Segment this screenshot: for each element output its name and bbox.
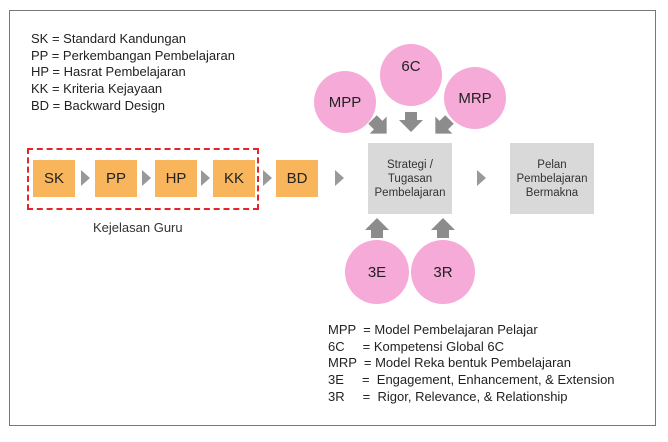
box-hp: HP — [155, 160, 197, 197]
line: Pelan — [537, 158, 567, 171]
circle-mpp: MPP — [314, 71, 376, 133]
arrow-right-icon — [201, 170, 210, 186]
legend-top: SK = Standard Kandungan PP = Perkembanga… — [31, 31, 235, 115]
arrow-right-icon — [142, 170, 151, 186]
teacher-clarity-group — [27, 148, 259, 210]
legend-item: SK = Standard Kandungan — [31, 31, 187, 46]
legend-item: MPP = Model Pembelajaran Pelajar — [328, 322, 538, 337]
circle-3r: 3R — [411, 240, 475, 304]
arrow-up-icon — [431, 218, 455, 238]
line: Tugasan — [387, 172, 433, 185]
frame — [9, 10, 656, 426]
legend-item: PP = Perkembangan Pembelajaran — [31, 47, 235, 63]
legend-item: 3E = Engagement, Enhancement, & Extensio… — [328, 372, 615, 388]
arrow-diagonal-icon — [435, 115, 454, 134]
arrow-right-icon — [335, 170, 344, 186]
arrow-right-icon — [81, 170, 90, 186]
circle-mrp: MRP — [444, 67, 506, 129]
legend-item: HP = Hasrat Pembelajaran — [31, 64, 186, 80]
line: Pembelajaran — [516, 172, 588, 185]
arrow-diagonal-icon — [368, 115, 387, 134]
legend-item: MRP = Model Reka bentuk Pembelajaran — [328, 355, 571, 371]
arrow-down-icon — [399, 112, 423, 132]
arrow-right-icon — [477, 170, 486, 186]
legend-item: 6C = Kompetensi Global 6C — [328, 338, 504, 354]
circle-3e: 3E — [345, 240, 409, 304]
box-kk: KK — [213, 160, 255, 197]
line: Bermakna — [525, 186, 579, 199]
arrow-up-icon — [365, 218, 389, 238]
legend-item: 3R = Rigor, Relevance, & Relationship — [328, 388, 568, 404]
line: Pembelajaran — [374, 186, 446, 199]
line: Strategi / — [386, 158, 434, 171]
box-sk: SK — [33, 160, 75, 197]
box-bd: BD — [276, 160, 318, 197]
legend-item: KK = Kriteria Kejayaan — [31, 81, 163, 97]
legend-item: BD = Backward Design — [31, 97, 166, 113]
arrow-right-icon — [263, 170, 272, 186]
circle-6c: 6C — [380, 44, 442, 106]
box-pp: PP — [95, 160, 137, 197]
legend-bottom: MPP = Model Pembelajaran Pelajar 6C = Ko… — [328, 322, 615, 406]
group-caption: Kejelasan Guru — [93, 220, 183, 235]
